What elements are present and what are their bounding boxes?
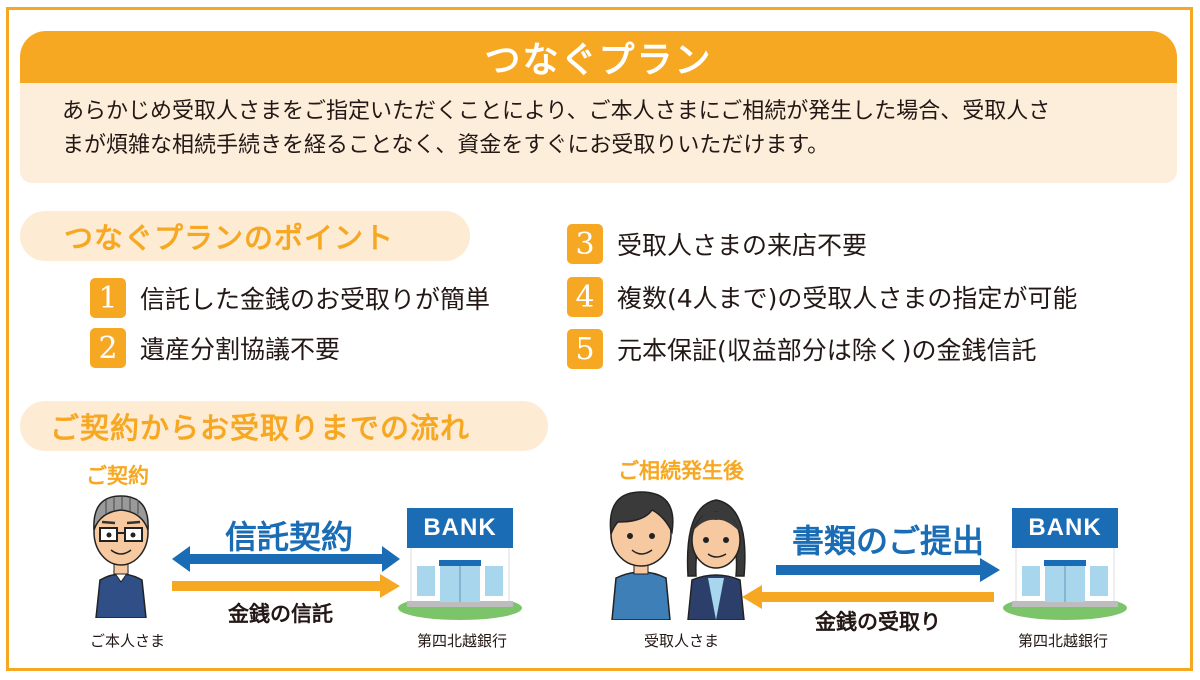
bank-building-icon: BANK (395, 508, 525, 620)
bank-building-icon: BANK (1000, 508, 1130, 620)
recipients-icon (609, 491, 746, 620)
bank-sign: BANK (1012, 508, 1118, 548)
point-item-3: 3 受取人さまの来店不要 (567, 222, 867, 266)
after-top-arrow-label: 書類のご提出 (792, 522, 985, 560)
bidirectional-arrow-icon (172, 546, 400, 572)
point-number-badge: 4 (567, 277, 603, 317)
right-arrow-icon (776, 558, 1000, 582)
left-arrow-icon (742, 585, 994, 609)
page-title: つなぐプラン (484, 40, 713, 81)
point-item-2: 2 遺産分割協議不要 (90, 326, 340, 370)
point-number-badge: 2 (90, 328, 126, 368)
point-text: 信託した金銭のお受取りが簡単 (140, 285, 491, 314)
intro-box: あらかじめ受取人さまをご指定いただくことにより、ご本人さまにご相続が発生した場合… (20, 83, 1177, 183)
point-item-1: 1 信託した金銭のお受取りが簡単 (90, 276, 490, 320)
title-bar: つなぐプラン (20, 31, 1177, 83)
contract-person-caption: ご本人さま (90, 632, 166, 650)
point-item-5: 5 元本保証(収益部分は除く)の金銭信託 (567, 327, 1037, 371)
point-number-badge: 3 (567, 224, 603, 264)
point-number-badge: 1 (90, 278, 126, 318)
right-arrow-icon (172, 574, 400, 598)
contract-bank-caption: 第四北越銀行 (417, 632, 508, 650)
after-person-caption: 受取人さま (644, 632, 720, 650)
intro-text-line-1: あらかじめ受取人さまをご指定いただくことにより、ご本人さまにご相続が発生した場合… (62, 99, 1051, 124)
point-number-badge: 5 (567, 329, 603, 369)
flow-heading-text: ご契約からお受取りまでの流れ (50, 411, 471, 445)
elderly-person-icon (93, 495, 149, 618)
point-text: 元本保証(収益部分は除く)の金銭信託 (617, 336, 1037, 365)
points-heading-text: つなぐプランのポイント (64, 221, 395, 255)
point-item-4: 4 複数(4人まで)の受取人さまの指定が可能 (567, 275, 1077, 319)
flow-heading: ご契約からお受取りまでの流れ (20, 401, 548, 451)
point-text: 遺産分割協議不要 (140, 335, 341, 364)
bank-sign: BANK (407, 508, 513, 548)
contract-label: ご契約 (86, 464, 149, 488)
after-bank-caption: 第四北越銀行 (1018, 632, 1109, 650)
after-bottom-arrow-label: 金銭の受取り (815, 610, 941, 634)
after-inheritance-label: ご相続発生後 (618, 459, 744, 483)
points-heading: つなぐプランのポイント (20, 211, 470, 261)
intro-text-line-2: まが煩雑な相続手続きを経ることなく、資金をすぐにお受取りいただけます。 (62, 133, 830, 158)
contract-top-arrow-label: 信託契約 (225, 518, 354, 556)
point-text: 受取人さまの来店不要 (617, 231, 868, 260)
contract-bottom-arrow-label: 金銭の信託 (228, 602, 333, 626)
point-text: 複数(4人まで)の受取人さまの指定が可能 (617, 284, 1078, 313)
